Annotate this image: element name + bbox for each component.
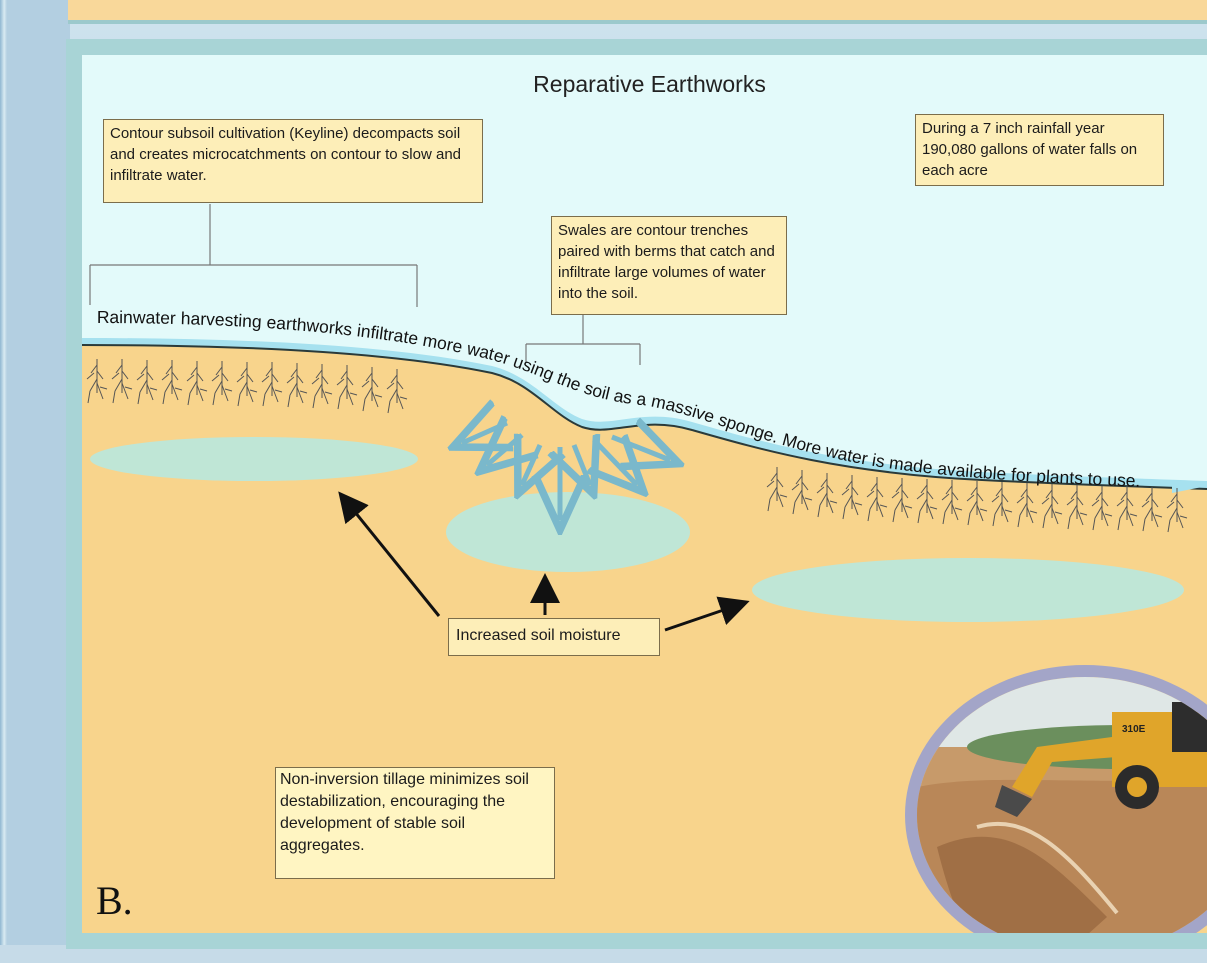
diagram-title: Reparative Earthworks [82, 71, 1207, 98]
moisture-pool-left [90, 437, 418, 481]
moisture-pool-center [446, 492, 690, 572]
tillage-note: Non-inversion tillage minimizes soil des… [275, 767, 555, 879]
diagram-panel: Rainwater harvesting earthworks infiltra… [82, 55, 1207, 933]
keyline-note: Contour subsoil cultivation (Keyline) de… [103, 119, 483, 203]
moisture-pool-right [752, 558, 1184, 622]
panel-label: B. [96, 877, 133, 924]
svg-text:310E: 310E [1122, 724, 1146, 735]
top-panel-edge [68, 0, 1207, 24]
soil-moisture-note: Increased soil moisture [448, 618, 660, 656]
rainfall-note: During a 7 inch rainfall year 190,080 ga… [915, 114, 1164, 186]
swales-note: Swales are contour trenches paired with … [551, 216, 787, 315]
